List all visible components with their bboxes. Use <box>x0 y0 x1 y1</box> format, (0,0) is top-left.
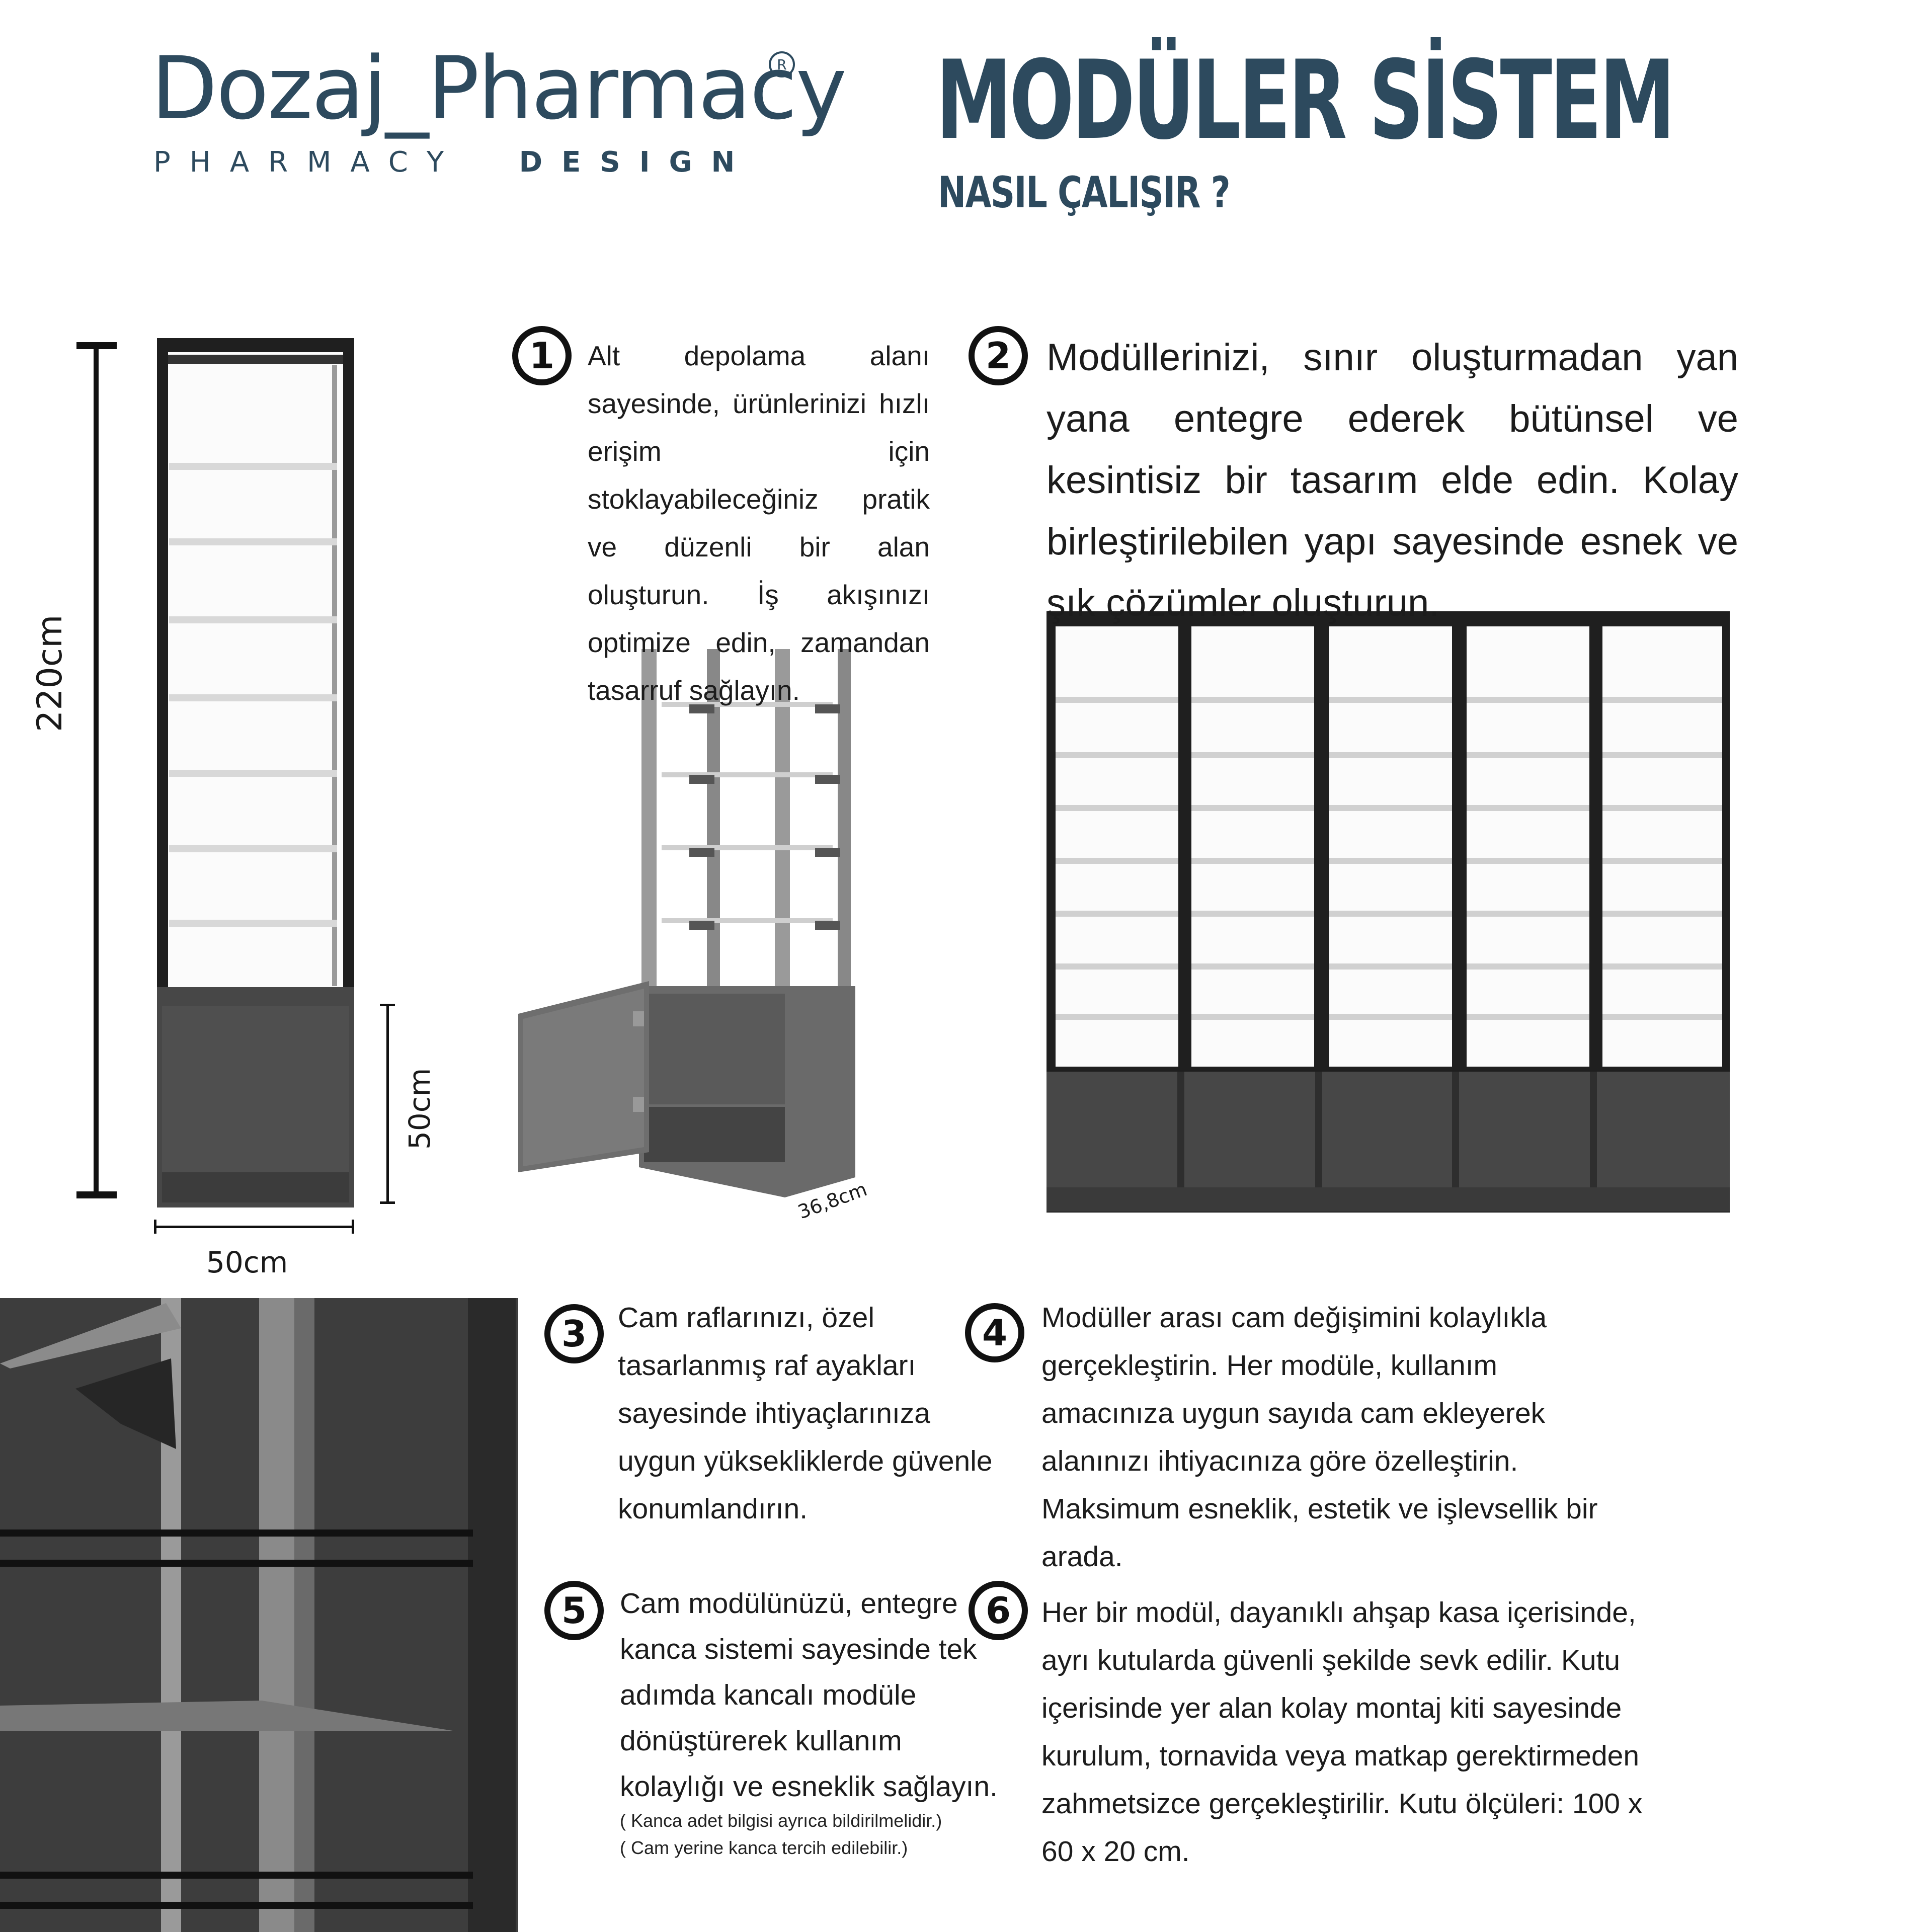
brand-tagline: PHARMACY DESIGN <box>153 148 754 177</box>
height-dimension-label: 220cm <box>30 614 70 732</box>
step-3-text: Cam raflarınızı, özel tasarlanmış raf ay… <box>618 1302 993 1525</box>
five-module-row-illustration <box>1046 611 1730 1213</box>
registered-mark: R <box>769 51 795 77</box>
five-module-shelves <box>1056 626 1722 1067</box>
shelf-detail-illustration <box>0 1298 518 1932</box>
single-module-illustration <box>157 338 354 1208</box>
step-5-badge: 5 <box>544 1581 604 1640</box>
brand-logo-name: Dozaj_Pharmacy <box>151 38 847 139</box>
brand-tagline-bold: DESIGN <box>519 146 754 179</box>
width-dimension-line <box>154 1220 354 1234</box>
step-1-badge: 1 <box>512 326 572 385</box>
height-dimension-line <box>76 342 117 1198</box>
page-subtitle: NASIL ÇALIŞIR ? <box>938 168 1231 218</box>
page-title: MODÜLER SİSTEM <box>936 37 1675 164</box>
step-5-text: Cam modülünüzü, entegre kanca sistemi sa… <box>620 1587 998 1803</box>
step-4-badge: 4 <box>965 1303 1024 1362</box>
step-3-badge: 3 <box>544 1304 604 1363</box>
cabinet-height-label: 50cm <box>403 1068 437 1150</box>
step-1-text: Alt depolama alanı sayesinde, ürünlerini… <box>588 340 930 706</box>
brand-tagline-light: PHARMACY <box>153 146 463 179</box>
step-6-text: Her bir modül, dayanıklı ahşap kasa içer… <box>1041 1596 1643 1868</box>
step-2-badge: 2 <box>969 326 1028 385</box>
step-5-note-2: ( Cam yerine kanca tercih edilebilir.) <box>620 1837 908 1858</box>
width-dimension-label: 50cm <box>206 1245 288 1279</box>
step-4-text: Modüller arası cam değişimini kolaylıkla… <box>1041 1302 1598 1573</box>
cabinet-dimension-line <box>380 1004 395 1204</box>
open-cabinet-illustration <box>518 649 855 1197</box>
step-5-notes: ( Kanca adet bilgisi ayrıca bildirilmeli… <box>620 1807 942 1862</box>
step-5-note-1: ( Kanca adet bilgisi ayrıca bildirilmeli… <box>620 1810 942 1831</box>
single-module-shelves <box>169 463 337 927</box>
step-6-badge: 6 <box>969 1581 1028 1640</box>
step-2-text: Modüllerinizi, sınır oluşturmadan yan ya… <box>1046 336 1738 624</box>
